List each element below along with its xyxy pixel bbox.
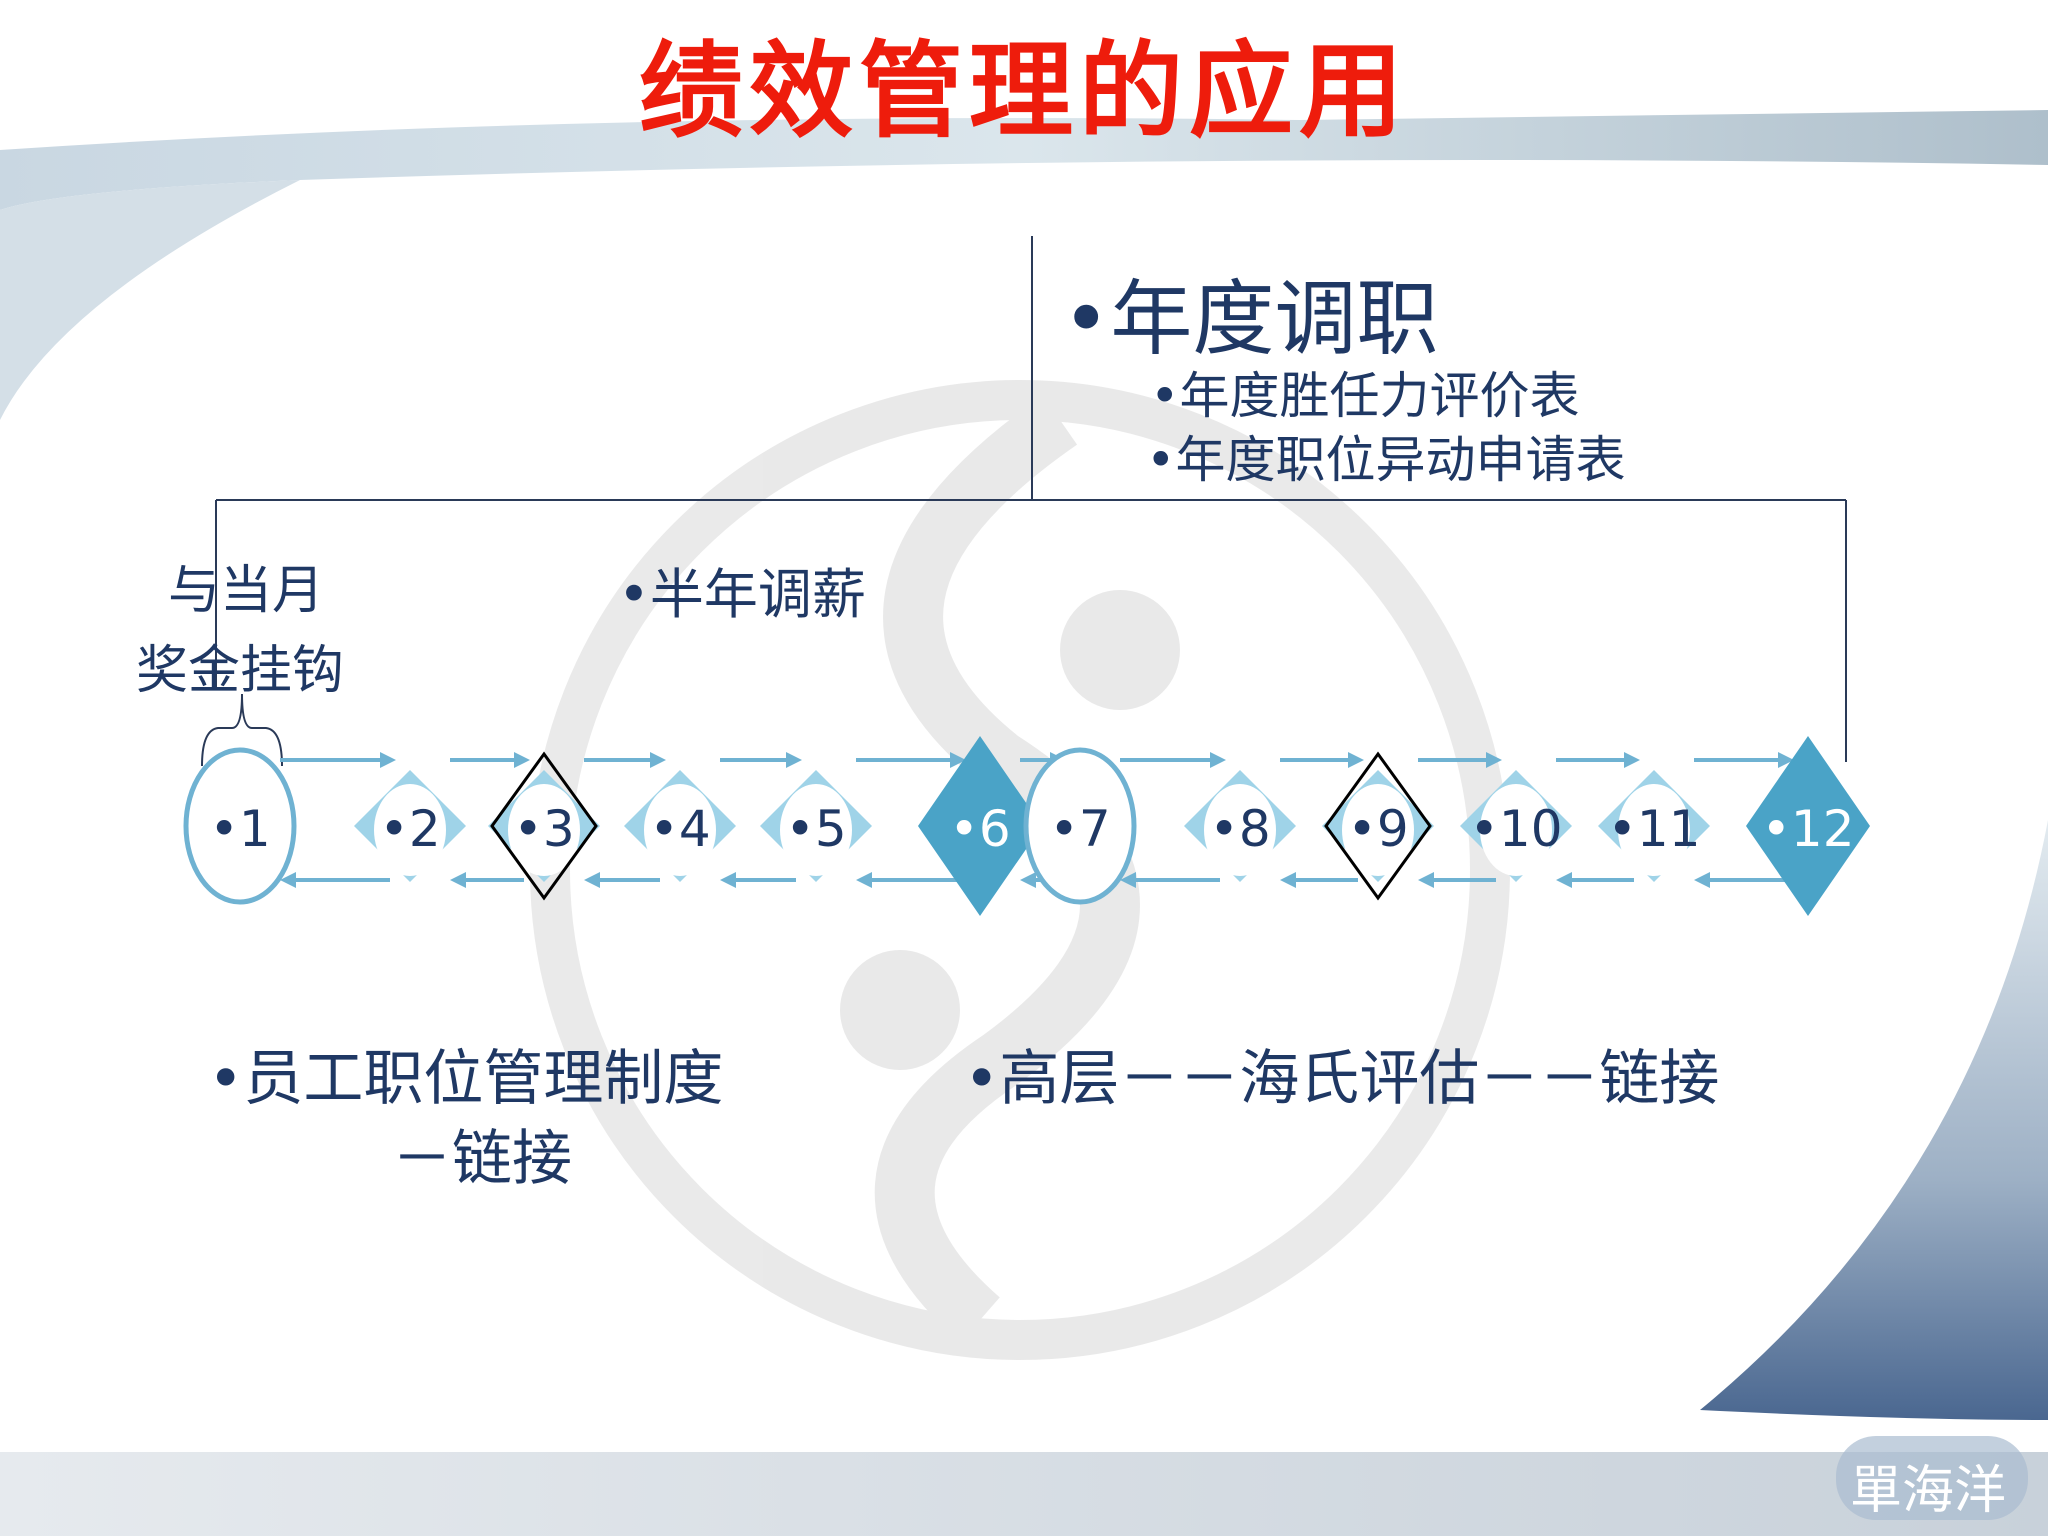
- month-node-2: [354, 770, 466, 882]
- month-label-4: •4: [649, 800, 711, 858]
- bonus-brace: [201, 693, 283, 767]
- watermark-text: 單海洋: [1850, 1461, 2007, 1521]
- month-label-12: •12: [1761, 800, 1855, 858]
- month-label-5: •5: [785, 800, 847, 858]
- right-swoosh: [1700, 820, 2048, 1420]
- arrow-back: [584, 872, 660, 888]
- arrow-back: [1120, 872, 1220, 888]
- month-label-8: •8: [1209, 800, 1271, 858]
- month-node-3: [488, 751, 600, 901]
- executive-evaluation-link[interactable]: •高层－－海氏评估－－链接: [964, 1044, 1720, 1114]
- month-node-12: [1746, 736, 1870, 916]
- annual-item-change-form: •年度职位异动申请表: [1146, 431, 1626, 489]
- arrow-back: [856, 872, 960, 888]
- month-label-6: •6: [949, 800, 1011, 858]
- arrow-forward: [1418, 752, 1502, 768]
- annual-transfer-heading: •年度调职: [1062, 272, 1439, 367]
- month-node-10: [1460, 770, 1572, 882]
- month-label-9: •9: [1347, 800, 1409, 858]
- month-node-11: [1598, 770, 1710, 882]
- arrow-forward: [1694, 752, 1794, 768]
- arrow-back: [1280, 872, 1358, 888]
- top-band: [0, 110, 2048, 210]
- month-node-8: [1184, 770, 1296, 882]
- month-node-4: [624, 770, 736, 882]
- bonus-note-line-2: 奖金挂钩: [136, 641, 345, 701]
- month-node-7: [1023, 747, 1137, 905]
- arrow-forward: [280, 752, 396, 768]
- month-label-7: •7: [1049, 800, 1111, 858]
- arrow-forward: [450, 752, 530, 768]
- month-label-10: •10: [1469, 800, 1563, 858]
- arrow-forward: [1280, 752, 1364, 768]
- left-curve: [0, 180, 300, 420]
- month-node-5: [760, 770, 872, 882]
- arrow-forward: [1120, 752, 1226, 768]
- slide-title: 绩效管理的应用: [638, 30, 1409, 152]
- month-node-9: [1322, 751, 1434, 901]
- arrow-back: [1556, 872, 1634, 888]
- arrow-back: [450, 872, 524, 888]
- policy-link-line-2[interactable]: －链接: [392, 1124, 572, 1194]
- arrow-forward: [856, 752, 966, 768]
- month-label-3: •3: [513, 800, 575, 858]
- month-label-1: •1: [209, 800, 271, 858]
- month-node-6: [918, 736, 1042, 916]
- bottom-band: [0, 1452, 2048, 1536]
- arrow-forward: [1556, 752, 1640, 768]
- policy-link-line-1[interactable]: •员工职位管理制度: [208, 1044, 724, 1114]
- half-year-salary-adjust: •半年调薪: [618, 563, 866, 626]
- month-label-2: •2: [379, 800, 441, 858]
- bonus-note-line-1: 与当月: [168, 561, 325, 621]
- month-node-1: [183, 747, 297, 905]
- arrow-back: [720, 872, 796, 888]
- node-layer: [183, 736, 1870, 916]
- arrow-back: [280, 872, 390, 888]
- annual-item-competency-form: •年度胜任力评价表: [1150, 367, 1580, 425]
- annual-connector: [215, 236, 1847, 762]
- month-label-11: •11: [1607, 800, 1701, 858]
- arrow-forward: [584, 752, 666, 768]
- arrow-back: [1694, 872, 1788, 888]
- arrow-forward: [720, 752, 802, 768]
- arrow-back: [1418, 872, 1496, 888]
- watermark-badge: [1836, 1436, 2028, 1520]
